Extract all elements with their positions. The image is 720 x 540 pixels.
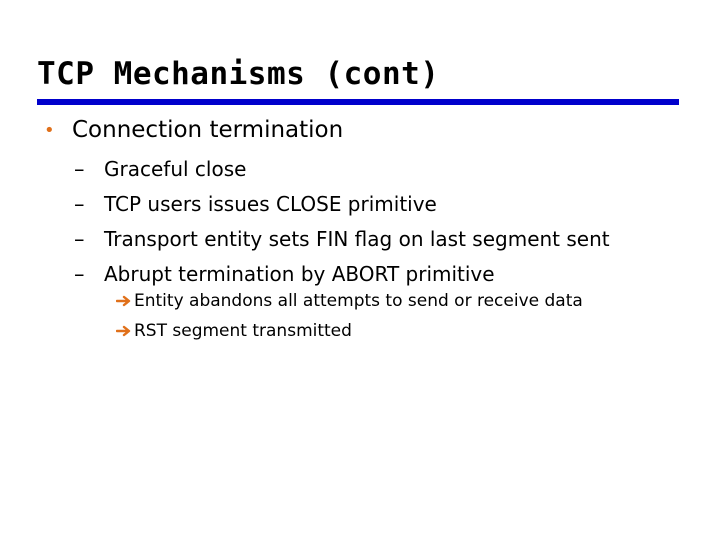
sub-bullet-item: – Transport entity sets FIN flag on last… <box>74 221 610 256</box>
dash-marker: – <box>74 156 85 181</box>
dash-marker: – <box>74 191 85 216</box>
sub-bullet-text: TCP users issues CLOSE primitive <box>104 191 437 216</box>
sub-sub-bullet-text: Entity abandons all attempts to send or … <box>134 291 583 311</box>
dash-marker: – <box>74 226 85 251</box>
sub-bullet-text: Abrupt termination by ABORT primitive <box>104 261 495 286</box>
sub-sub-bullet-item: RST segment transmitted <box>116 316 583 346</box>
arrow-right-icon <box>116 295 131 307</box>
bullet-marker: • <box>44 119 55 141</box>
sub-sub-bullet-text: RST segment transmitted <box>134 321 352 341</box>
sub-bullet-text: Graceful close <box>104 156 247 181</box>
bullet-item: • Connection termination <box>44 114 343 146</box>
sub-bullet-text: Transport entity sets FIN flag on last s… <box>104 226 610 251</box>
sub-sub-bullet-list: Entity abandons all attempts to send or … <box>116 286 583 346</box>
sub-bullet-item: – TCP users issues CLOSE primitive <box>74 186 610 221</box>
title-underline <box>37 99 679 105</box>
dash-marker: – <box>74 261 85 286</box>
bullet-text: Connection termination <box>72 117 344 143</box>
slide-title: TCP Mechanisms (cont) <box>37 56 440 92</box>
sub-sub-bullet-item: Entity abandons all attempts to send or … <box>116 286 583 316</box>
sub-bullet-item: – Abrupt termination by ABORT primitive <box>74 256 610 291</box>
sub-bullet-item: – Graceful close <box>74 151 610 186</box>
sub-bullet-list: – Graceful close – TCP users issues CLOS… <box>74 151 610 291</box>
arrow-right-icon <box>116 325 131 337</box>
